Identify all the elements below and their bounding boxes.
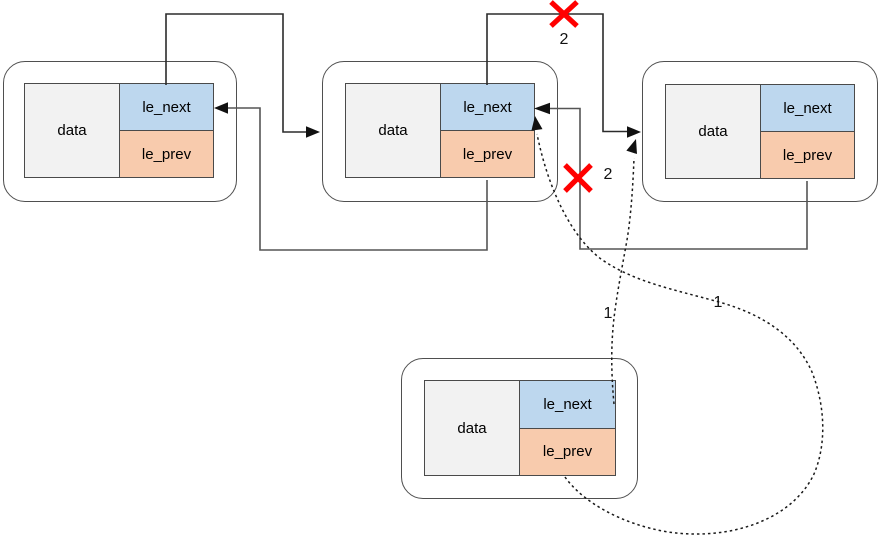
arrowhead-into-node3 — [627, 126, 641, 138]
node-3-le-next-cell: le_next — [761, 85, 854, 132]
node-3-record: data le_next le_prev — [665, 84, 855, 179]
node-3-data-cell: data — [666, 85, 761, 178]
node-2-le-next-cell: le_next — [441, 84, 534, 131]
node-2-data-cell: data — [346, 84, 441, 177]
dotted-arrowhead-into-node3 — [626, 139, 637, 155]
node-2-le-prev-cell: le_prev — [441, 131, 534, 177]
list-node-3: data le_next le_prev — [642, 61, 878, 202]
node-1-pointer-column: le_next le_prev — [120, 84, 213, 177]
step-2-label-middle: 2 — [603, 166, 613, 183]
removed-link-cross-top-icon — [549, 0, 579, 28]
node-3-le-prev-cell: le_prev — [761, 132, 854, 178]
new-node-data-cell: data — [425, 381, 520, 475]
node-3-pointer-column: le_next le_prev — [761, 85, 854, 178]
new-node: data le_next le_prev — [401, 358, 638, 499]
node-1-data-cell: data — [25, 84, 120, 177]
list-node-2: data le_next le_prev — [322, 61, 558, 202]
step-1-label-left: 1 — [603, 305, 613, 322]
new-node-record: data le_next le_prev — [424, 380, 616, 476]
node-2-pointer-column: le_next le_prev — [441, 84, 534, 177]
new-node-le-next-cell: le_next — [520, 381, 615, 429]
step-2-label-top: 2 — [559, 31, 569, 48]
node-1-le-next-cell: le_next — [120, 84, 213, 131]
node-1-le-prev-cell: le_prev — [120, 131, 213, 177]
new-node-pointer-column: le_next le_prev — [520, 381, 615, 475]
removed-link-cross-middle-icon — [563, 163, 593, 193]
list-node-1: data le_next le_prev — [3, 61, 237, 202]
new-node-le-prev-cell: le_prev — [520, 428, 615, 475]
node-2-record: data le_next le_prev — [345, 83, 535, 178]
arrowhead-into-node2 — [306, 126, 320, 138]
step-1-label-right: 1 — [713, 294, 723, 311]
node-1-record: data le_next le_prev — [24, 83, 214, 178]
